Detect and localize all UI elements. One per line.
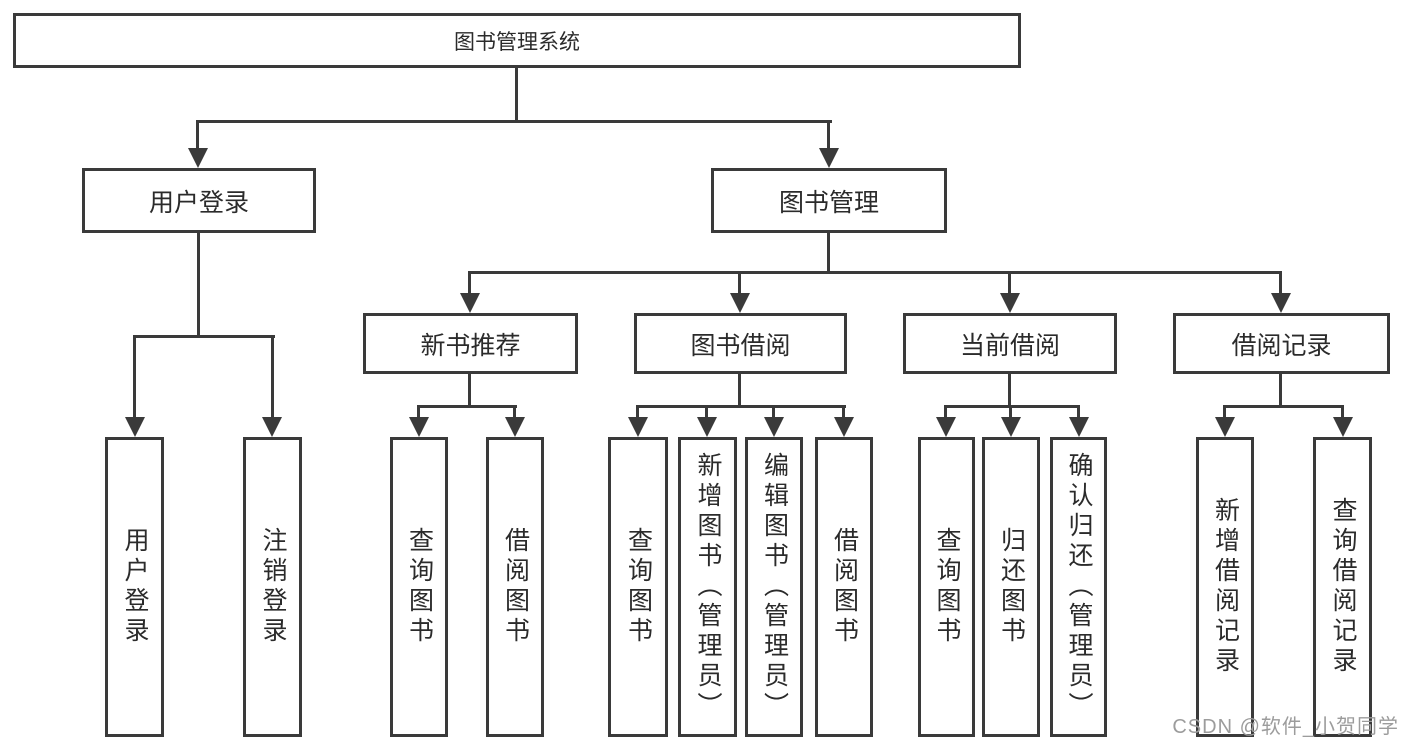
- arrow-to-new-book-recommend: [460, 293, 480, 313]
- leaf-confirm-return-admin-label: 确认归还（管理员）: [1065, 452, 1093, 722]
- node-book-borrowing: 图书借阅: [634, 313, 847, 374]
- leaf-user-login: 用户登录: [105, 437, 164, 737]
- arrow-to-book-management: [819, 148, 839, 168]
- connector-currborrow-stem: [1008, 374, 1011, 408]
- connector-currborrow-drop2: [1009, 405, 1012, 421]
- leaf-query-borrow-record-label: 查询借阅记录: [1329, 497, 1357, 677]
- connector-userlogin-drop2: [271, 335, 274, 419]
- connector-l2-drop-right: [827, 120, 830, 150]
- connector-newbook-drop1: [417, 405, 420, 421]
- connector-records-drop1: [1223, 405, 1226, 421]
- node-new-book-recommend: 新书推荐: [363, 313, 578, 374]
- leaf-logout-login: 注销登录: [243, 437, 302, 737]
- connector-bookborrow-drop3: [772, 405, 775, 421]
- node-root-system: 图书管理系统: [13, 13, 1021, 68]
- connector-l3-drop4: [1279, 271, 1282, 297]
- arrow-records-add: [1215, 417, 1235, 437]
- leaf-query-borrow-record: 查询借阅记录: [1313, 437, 1372, 737]
- arrow-newbook-borrow: [505, 417, 525, 437]
- node-book-management-label: 图书管理: [778, 188, 879, 217]
- connector-l3-drop1: [468, 271, 471, 297]
- arrow-newbook-query: [409, 417, 429, 437]
- leaf-edit-books-admin: 编辑图书（管理员）: [745, 437, 803, 737]
- connector-newbook-stem: [468, 374, 471, 408]
- connector-bookborrow-drop4: [842, 405, 845, 421]
- connector-userlogin-hline: [133, 335, 275, 338]
- connector-currborrow-drop1: [944, 405, 947, 421]
- connector-bookborrow-drop2: [705, 405, 708, 421]
- leaf-borrow-books-label: 借阅图书: [830, 527, 859, 647]
- leaf-query-books: 查询图书: [918, 437, 975, 737]
- leaf-add-books-admin-label: 新增图书（管理员）: [694, 452, 722, 722]
- node-book-management: 图书管理: [711, 168, 947, 233]
- leaf-add-borrow-record: 新增借阅记录: [1196, 437, 1254, 737]
- node-user-login-label: 用户登录: [148, 188, 249, 217]
- node-user-login: 用户登录: [82, 168, 316, 233]
- connector-records-hline: [1223, 405, 1344, 408]
- arrow-currborrow-return: [1001, 417, 1021, 437]
- connector-newbook-drop2: [513, 405, 516, 421]
- connector-bookborrow-hline: [636, 405, 846, 408]
- connector-l3-drop2: [738, 271, 741, 297]
- leaf-query-books-label: 查询图书: [405, 527, 434, 647]
- leaf-return-books-label: 归还图书: [997, 527, 1026, 647]
- arrow-bookborrow-edit: [764, 417, 784, 437]
- connector-records-drop2: [1341, 405, 1344, 421]
- connector-root-stem: [515, 66, 518, 122]
- connector-l2-drop-left: [196, 120, 199, 150]
- node-borrowing-records: 借阅记录: [1173, 313, 1390, 374]
- node-new-book-recommend-label: 新书推荐: [420, 331, 521, 360]
- connector-newbook-hline: [417, 405, 517, 408]
- watermark: CSDN @软件_小贺同学: [1172, 716, 1399, 738]
- connector-l2-hline: [196, 120, 832, 123]
- connector-currborrow-drop3: [1077, 405, 1080, 421]
- leaf-add-borrow-record-label: 新增借阅记录: [1211, 497, 1240, 677]
- node-book-borrowing-label: 图书借阅: [690, 331, 791, 360]
- leaf-edit-books-admin-label: 编辑图书（管理员）: [760, 452, 789, 722]
- arrow-to-book-borrowing: [730, 293, 750, 313]
- node-current-borrowing-label: 当前借阅: [959, 331, 1060, 360]
- arrow-to-current-borrowing: [1000, 293, 1020, 313]
- connector-l3-drop3: [1008, 271, 1011, 297]
- leaf-confirm-return-admin: 确认归还（管理员）: [1050, 437, 1107, 737]
- arrow-bookborrow-borrow: [834, 417, 854, 437]
- connector-userlogin-drop1: [133, 335, 136, 419]
- leaf-user-login-label: 用户登录: [121, 527, 149, 647]
- node-root-label: 图书管理系统: [454, 30, 580, 54]
- connector-l3-hline: [469, 271, 1282, 274]
- arrow-bookborrow-query: [628, 417, 648, 437]
- connector-userlogin-stem: [197, 233, 200, 337]
- node-current-borrowing: 当前借阅: [903, 313, 1117, 374]
- connector-currborrow-hline: [944, 405, 1080, 408]
- connector-records-stem: [1279, 374, 1282, 408]
- leaf-query-books: 查询图书: [390, 437, 448, 737]
- leaf-return-books: 归还图书: [982, 437, 1040, 737]
- leaf-query-books-label: 查询图书: [624, 527, 653, 647]
- arrow-to-leaf-user-login: [125, 417, 145, 437]
- leaf-logout-login-label: 注销登录: [259, 527, 287, 647]
- arrow-records-query: [1333, 417, 1353, 437]
- arrow-to-borrowing-records: [1271, 293, 1291, 313]
- leaf-query-books-label: 查询图书: [933, 527, 961, 647]
- connector-bookborrow-stem: [738, 374, 741, 408]
- leaf-borrow-books: 借阅图书: [815, 437, 873, 737]
- connector-bookborrow-drop1: [636, 405, 639, 421]
- leaf-borrow-books: 借阅图书: [486, 437, 544, 737]
- arrow-currborrow-query: [936, 417, 956, 437]
- arrow-to-user-login: [188, 148, 208, 168]
- arrow-currborrow-confirm: [1069, 417, 1089, 437]
- leaf-add-books-admin: 新增图书（管理员）: [678, 437, 737, 737]
- connector-bookmgmt-stem: [827, 233, 830, 273]
- arrow-to-leaf-logout: [262, 417, 282, 437]
- leaf-query-books: 查询图书: [608, 437, 668, 737]
- node-borrowing-records-label: 借阅记录: [1231, 331, 1332, 360]
- leaf-borrow-books-label: 借阅图书: [501, 527, 530, 647]
- arrow-bookborrow-add: [697, 417, 717, 437]
